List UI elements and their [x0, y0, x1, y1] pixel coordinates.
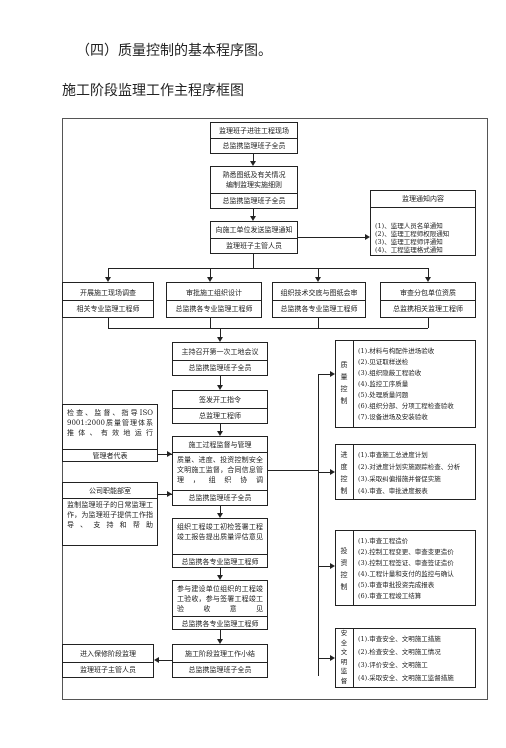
box-enter-site-staff: 总监携监理班子全员	[222, 142, 286, 150]
box-prepare-line2: 编制监理实施细则	[226, 181, 282, 189]
box-start-order: 签发开工指令 总监理工程师	[172, 390, 268, 424]
box-send-notice-staff: 监理班子主管人员	[226, 242, 282, 250]
box-company-departments: 公司职能部室 监制监理班子的日常监理工作，为监理班子提供工作指导、支持和帮助	[62, 482, 158, 546]
box-warranty-staff: 监理班子主管人员	[80, 666, 136, 674]
box-site-survey: 开展施工现场调查 相关专业监理工程师	[62, 282, 154, 318]
notice-item: (3)、监理工程师评通知	[375, 238, 443, 246]
quality-label: 质量控制	[340, 361, 348, 405]
notice-item: (4)、工程监理格式通知	[375, 246, 443, 254]
box-tech-briefing-title: 组织技术交底与图纸会审	[280, 289, 358, 297]
box-subcontractor-staff: 总监携相关监理工程师	[393, 305, 463, 313]
notice-item: (2)、监理工程师权限通知	[375, 230, 450, 238]
invest-item: (6).审查工程竣工结算	[358, 592, 422, 600]
box-warranty-title: 进入保修阶段监理	[80, 650, 136, 658]
chart-title: 施工阶段监理工作主程序框图	[62, 83, 244, 99]
box-final-acceptance-staff: 总监携各专业监理工程师	[181, 620, 259, 628]
section-heading: （四）质量控制的基本程序图。	[76, 43, 272, 59]
box-initial-inspection-desc: 组织工程竣工初检签署工程竣工报告提出质量评估意见	[177, 523, 263, 541]
progress-item: (4).审查、审批进度报表	[358, 487, 428, 495]
box-process-staff: 总监携监理班子全员	[188, 494, 252, 502]
box-prepare: 熟悉图纸及有关情况 编制监理实施细则 总监携监理班子全员	[210, 166, 298, 209]
box-first-meeting-staff: 总监携监理班子全员	[188, 364, 252, 372]
box-site-survey-staff: 相关专业监理工程师	[76, 305, 140, 313]
box-approve-design-title: 审批施工组织设计	[186, 289, 242, 297]
progress-item: (3).采取纠偏措施并督促实施	[358, 475, 441, 483]
box-iso-desc: 检查、监督、指导ISO 9001:2000质量管理体系推体、有效地运行	[67, 409, 153, 437]
box-summary-staff: 总监携监理班子全员	[188, 666, 252, 674]
box-initial-inspection: 组织工程竣工初检签署工程竣工报告提出质量评估意见 总监携各专业监理工程师	[172, 518, 268, 568]
safety-item: (2).检查安全、文明施工情况	[358, 648, 441, 656]
progress-item: (1).审查施工总进度计划	[358, 451, 428, 459]
quality-item: (7).设备进场及安装验收	[358, 413, 428, 421]
box-initial-inspection-staff: 总监携各专业监理工程师	[181, 558, 259, 566]
box-process-supervision: 施工过程监督与管理 质量、进度、投资控制安全文明施工监督，合同信息管理，组织协调…	[172, 436, 268, 506]
safety-label: 安全文明监督	[340, 629, 348, 685]
box-enter-site-title: 监理班子进驻工程现场	[219, 127, 289, 135]
box-notice-content: 监理通知内容 (1)、监理人员名单通知 (2)、监理工程师权限通知 (3)、监理…	[370, 190, 476, 256]
box-warranty: 进入保修阶段监理 监理班子主管人员	[62, 644, 154, 678]
quality-item: (6).组织分部、分项工程检查验收	[358, 402, 454, 410]
box-tech-briefing: 组织技术交底与图纸会审 总监携各专业监理工程师	[272, 282, 366, 318]
box-subcontractor-title: 审查分包单位资质	[400, 289, 456, 297]
safety-item: (4).采取安全、文明施工监督措施	[358, 674, 454, 682]
safety-item: (1).审查安全、文明施工措施	[358, 635, 441, 643]
box-iso-management: 检查、监督、指导ISO 9001:2000质量管理体系推体、有效地运行 管理者代…	[62, 404, 158, 462]
invest-item: (2).控制工程变更、审查变更造价	[358, 548, 454, 556]
box-prepare-staff: 总监携监理班子全员	[222, 197, 286, 205]
quality-item: (5).处理质量问题	[358, 391, 409, 399]
box-enter-site: 监理班子进驻工程现场 总监携监理班子全员	[210, 122, 298, 154]
invest-item: (3).控制工程签证、审查签证造价	[358, 559, 454, 567]
progress-item: (2).对进度计划实施跟踪检查、分析	[358, 463, 461, 471]
box-start-order-staff: 总监理工程师	[199, 412, 241, 420]
box-process-desc: 质量、进度、投资控制安全文明施工监督，合同信息管理，组织协调	[177, 456, 263, 484]
box-summary: 施工阶段监理工作小结 总监携监理班子全员	[172, 644, 268, 678]
box-iso-owner: 管理者代表	[92, 452, 128, 460]
invest-item: (4).工程计量和支付的监控与确认	[358, 570, 454, 578]
box-investment-control: 投资控制 (1).审查工程造价 (2).控制工程变更、审查变更造价 (3).控制…	[335, 530, 476, 606]
box-approve-design: 审批施工组织设计 总监携各专业监理工程师	[166, 282, 262, 318]
box-send-notice-title: 向施工单位发送监理通知	[215, 226, 293, 234]
box-final-acceptance: 参与建设单位组织的工程竣工验收，参与签署工程竣工验收意见 总监携各专业监理工程师	[172, 580, 268, 630]
box-subcontractor: 审查分包单位资质 总监携相关监理工程师	[380, 282, 476, 318]
box-prepare-line1: 熟悉图纸及有关情况	[222, 171, 286, 179]
box-first-meeting-title: 主持召开第一次工地会议	[181, 348, 259, 356]
invest-label: 投资控制	[340, 547, 348, 591]
invest-item: (1).审查工程造价	[358, 537, 409, 545]
box-send-notice: 向施工单位发送监理通知 监理班子主管人员	[210, 221, 298, 254]
box-progress-control: 进度控制 (1).审查施工总进度计划 (2).对进度计划实施跟踪检查、分析 (3…	[335, 444, 476, 500]
box-company-title: 公司职能部室	[89, 487, 131, 495]
box-safety-supervision: 安全文明监督 (1).审查安全、文明施工措施 (2).检查安全、文明施工情况 (…	[335, 628, 476, 688]
invest-item: (5).审查审批投资完成报表	[358, 581, 435, 589]
safety-item: (3).评价安全、文明施工	[358, 661, 428, 669]
box-final-acceptance-desc: 参与建设单位组织的工程竣工验收，参与签署工程竣工验收意见	[177, 585, 263, 613]
box-first-meeting: 主持召开第一次工地会议 总监携监理班子全员	[172, 342, 268, 376]
box-start-order-title: 签发开工指令	[199, 396, 241, 404]
box-tech-briefing-staff: 总监携各专业监理工程师	[280, 305, 358, 313]
box-approve-design-staff: 总监携各专业监理工程师	[175, 305, 253, 313]
notice-item: (1)、监理人员名单通知	[375, 222, 443, 230]
quality-item: (2).见证取样送检	[358, 358, 409, 366]
quality-item: (4).监控工序质量	[358, 380, 409, 388]
progress-label: 进度控制	[340, 451, 348, 495]
quality-item: (1).材料与构配件进场验收	[358, 347, 435, 355]
box-quality-control: 质量控制 (1).材料与构配件进场验收 (2).见证取样送检 (3).组织隐蔽工…	[335, 340, 476, 428]
box-company-desc: 监制监理班子的日常监理工作，为监理班子提供工作指导、支持和帮助	[67, 501, 153, 529]
notice-content-title: 监理通知内容	[402, 195, 444, 203]
box-summary-title: 施工阶段监理工作小结	[185, 650, 255, 658]
quality-item: (3).组织隐蔽工程验收	[358, 369, 422, 377]
box-process-title: 施工过程监督与管理	[188, 441, 252, 449]
box-site-survey-title: 开展施工现场调查	[80, 289, 136, 297]
